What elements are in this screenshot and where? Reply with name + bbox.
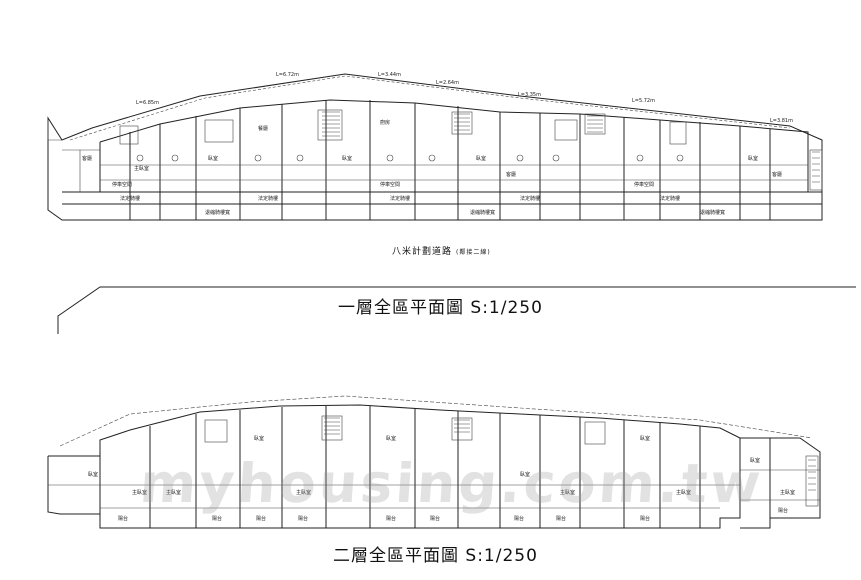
room-label: 客廳: [82, 155, 92, 162]
second-floor-outline-solid: [47, 437, 821, 529]
room-label: 主臥室: [166, 489, 181, 496]
room-label: 餐廳: [258, 125, 268, 132]
balcony-label: 陽台: [212, 515, 222, 522]
room-label: 停車空間: [112, 181, 132, 188]
second-balcony-labels: 陽台 陽台 陽台 陽台 陽台 陽台 陽台 陽台 陽台 陽台: [118, 507, 788, 522]
room-label: 廚房: [380, 119, 390, 126]
road-edge-line: [57, 286, 856, 334]
balcony-label: 陽台: [298, 515, 308, 522]
balcony-label: 陽台: [514, 515, 524, 522]
ground-corridor-labels: 法定騎樓 法定騎樓 法定騎樓 退縮騎樓寬 退縮騎樓寬 退縮騎樓寬 法定騎樓 法定…: [120, 195, 725, 216]
room-label: 臥室: [88, 471, 98, 478]
second-floor-caption: 二層全區平面圖 S:1/250: [333, 546, 538, 566]
dimension-label: L=3.81m: [770, 118, 793, 124]
second-floor-plan: 臥室 主臥室 臥室 臥室 臥室 主臥室 主臥室 臥室 主臥室 主臥室 臥室 主臥…: [47, 395, 821, 529]
room-label: 主臥室: [676, 489, 691, 496]
second-room-labels: 臥室 主臥室 臥室 臥室 臥室 主臥室 主臥室 臥室 主臥室 主臥室 臥室 主臥…: [88, 435, 795, 496]
room-label: 臥室: [640, 435, 650, 442]
balcony-label: 陽台: [118, 515, 128, 522]
ground-unit-walls: [129, 100, 771, 220]
balcony-label: 陽台: [256, 515, 266, 522]
balcony-label: 陽台: [556, 515, 566, 522]
road-label-sub: (鄰接二線): [456, 249, 491, 256]
ground-dimension-labels: L=6.85m L=6.72m L=3.44m L=2.64m L=3.35m …: [136, 72, 793, 124]
room-label: 主臥室: [132, 489, 147, 496]
room-label: 主臥室: [780, 489, 795, 496]
road-label: 八米計劃道路(鄰接二線): [392, 244, 491, 257]
ground-floor-plan: 客廳 主臥室 臥室 臥室 餐廳 廚房 臥室 客廳 停車空間 停車空間 停車空間 …: [47, 72, 823, 221]
second-unit-walls: [99, 406, 771, 528]
room-label: 臥室: [342, 155, 352, 162]
room-label: 停車空間: [634, 181, 654, 188]
dimension-label: L=5.72m: [632, 98, 655, 104]
dimension-label: L=6.85m: [136, 100, 159, 106]
corridor-label: 法定騎樓: [390, 195, 410, 202]
room-label: 停車空間: [380, 181, 400, 188]
second-floor-outline: [59, 395, 813, 447]
road-label-text: 八米計劃道路: [392, 247, 453, 257]
watermark: myhousing.com.tw: [137, 452, 766, 515]
balcony-label: 陽台: [640, 515, 650, 522]
room-label: 臥室: [208, 155, 218, 162]
room-label: 臥室: [748, 155, 758, 162]
dimension-label: L=6.72m: [276, 72, 299, 78]
dimension-label: L=3.44m: [378, 72, 401, 78]
balcony-label: 陽台: [778, 507, 788, 514]
dimension-label: L=3.35m: [518, 92, 541, 98]
balcony-label: 陽台: [430, 515, 440, 522]
room-label: 臥室: [750, 457, 760, 464]
balcony-label: 陽台: [386, 515, 396, 522]
corridor-label: 退縮騎樓寬: [205, 209, 230, 216]
corridor-label: 法定騎樓: [660, 195, 680, 202]
room-label: 客廳: [772, 171, 782, 178]
room-label: 主臥室: [560, 489, 575, 496]
room-label: 主臥室: [296, 489, 311, 496]
corridor-label: 法定騎樓: [120, 195, 140, 202]
corridor-label: 法定騎樓: [520, 195, 540, 202]
room-label: 臥室: [520, 471, 530, 478]
corridor-label: 法定騎樓: [258, 195, 278, 202]
ground-room-labels: 客廳 主臥室 臥室 臥室 餐廳 廚房 臥室 客廳 停車空間 停車空間 停車空間 …: [82, 119, 782, 188]
room-label: 臥室: [476, 155, 486, 162]
room-label: 客廳: [506, 171, 516, 178]
corridor-label: 退縮騎樓寬: [470, 209, 495, 216]
dimension-label: L=2.64m: [436, 80, 459, 86]
room-label: 主臥室: [134, 165, 149, 172]
ground-floor-outline: [47, 73, 823, 221]
room-label: 臥室: [386, 435, 396, 442]
corridor-label: 退縮騎樓寬: [700, 209, 725, 216]
room-label: 臥室: [254, 435, 264, 442]
ground-floor-caption: 一層全區平面圖 S:1/250: [338, 298, 543, 318]
